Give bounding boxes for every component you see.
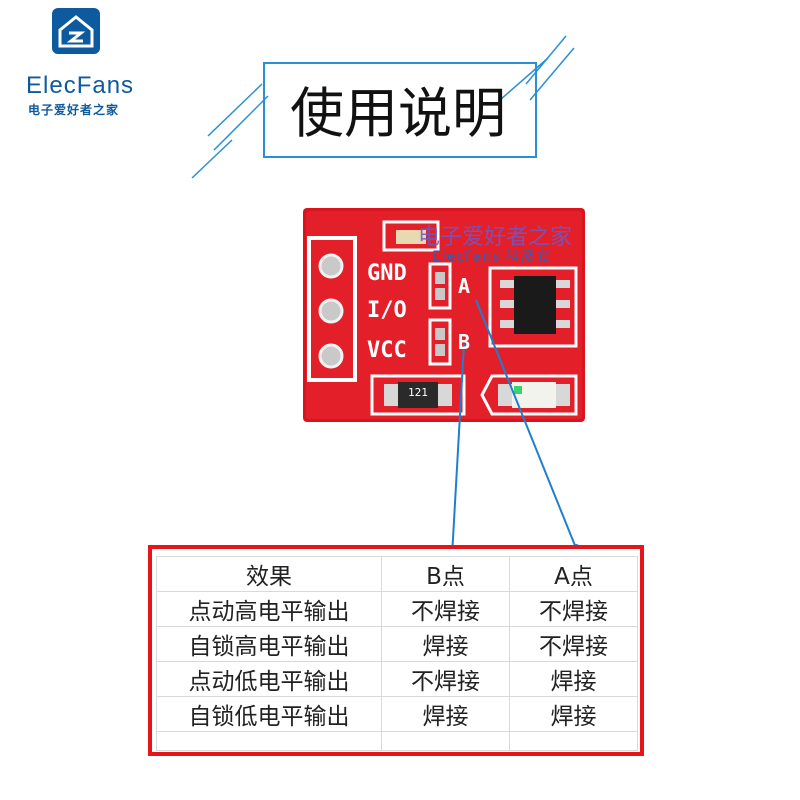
row-b-value: 焊接 — [381, 626, 510, 662]
row-effect: 自锁高电平输出 — [156, 626, 382, 662]
pointer-line-a — [475, 299, 577, 549]
resistor-marking: 121 — [408, 386, 428, 399]
row-b-value: 不焊接 — [381, 591, 510, 627]
table-row: 自锁高电平输出 焊接 不焊接 — [156, 626, 638, 662]
pin-label-gnd: GND — [367, 261, 407, 286]
pad-label-b: B — [458, 330, 471, 354]
row-a-value: 焊接 — [509, 661, 638, 697]
house-circuit-icon — [52, 8, 100, 54]
led — [512, 382, 556, 408]
pad-b-outline — [428, 318, 452, 366]
pin-hole-vcc — [318, 343, 344, 369]
table-row: 自锁低电平输出 焊接 焊接 — [156, 696, 638, 732]
pointer-line-b — [451, 343, 465, 557]
ic-chip — [514, 276, 556, 334]
table-header-row: 效果 B点 A点 — [156, 556, 638, 592]
table-blank-row — [156, 731, 638, 751]
pin-hole-gnd — [318, 253, 344, 279]
table-row: 点动高电平输出 不焊接 不焊接 — [156, 591, 638, 627]
blank-cell — [509, 731, 638, 751]
pad-label-a: A — [458, 274, 471, 298]
watermark-line-2: ElecFans 科彦立 — [432, 249, 552, 265]
row-effect: 点动高电平输出 — [156, 591, 382, 627]
effect-table: 效果 B点 A点 点动高电平输出 不焊接 不焊接 自锁高电平输出 焊接 不焊接 … — [156, 556, 638, 751]
header-effect: 效果 — [156, 556, 382, 592]
row-b-value: 焊接 — [381, 696, 510, 732]
row-a-value: 不焊接 — [509, 591, 638, 627]
row-effect: 点动低电平输出 — [156, 661, 382, 697]
logo-tagline: 电子爱好者之家 — [28, 103, 120, 117]
pin-label-io: I/O — [367, 298, 407, 323]
logo-brand: ElecFans — [26, 72, 135, 99]
pad-a-outline — [428, 262, 452, 310]
blank-cell — [381, 731, 510, 751]
table-row: 点动低电平输出 不焊接 焊接 — [156, 661, 638, 697]
header-outline — [307, 236, 357, 382]
row-b-value: 不焊接 — [381, 661, 510, 697]
title-frame — [263, 62, 537, 158]
row-a-value: 焊接 — [509, 696, 638, 732]
header-a-point: A点 — [509, 556, 638, 592]
elecfans-logo: ElecFans 电子爱好者之家 — [26, 8, 133, 117]
watermark-line-1: 电子爱好者之家 — [418, 225, 573, 250]
header-b-point: B点 — [381, 556, 510, 592]
row-a-value: 不焊接 — [509, 626, 638, 662]
blank-cell — [156, 731, 382, 751]
page-title: 使用说明 — [290, 81, 506, 145]
row-effect: 自锁低电平输出 — [156, 696, 382, 732]
pin-label-vcc: VCC — [367, 338, 407, 363]
pin-hole-io — [318, 298, 344, 324]
